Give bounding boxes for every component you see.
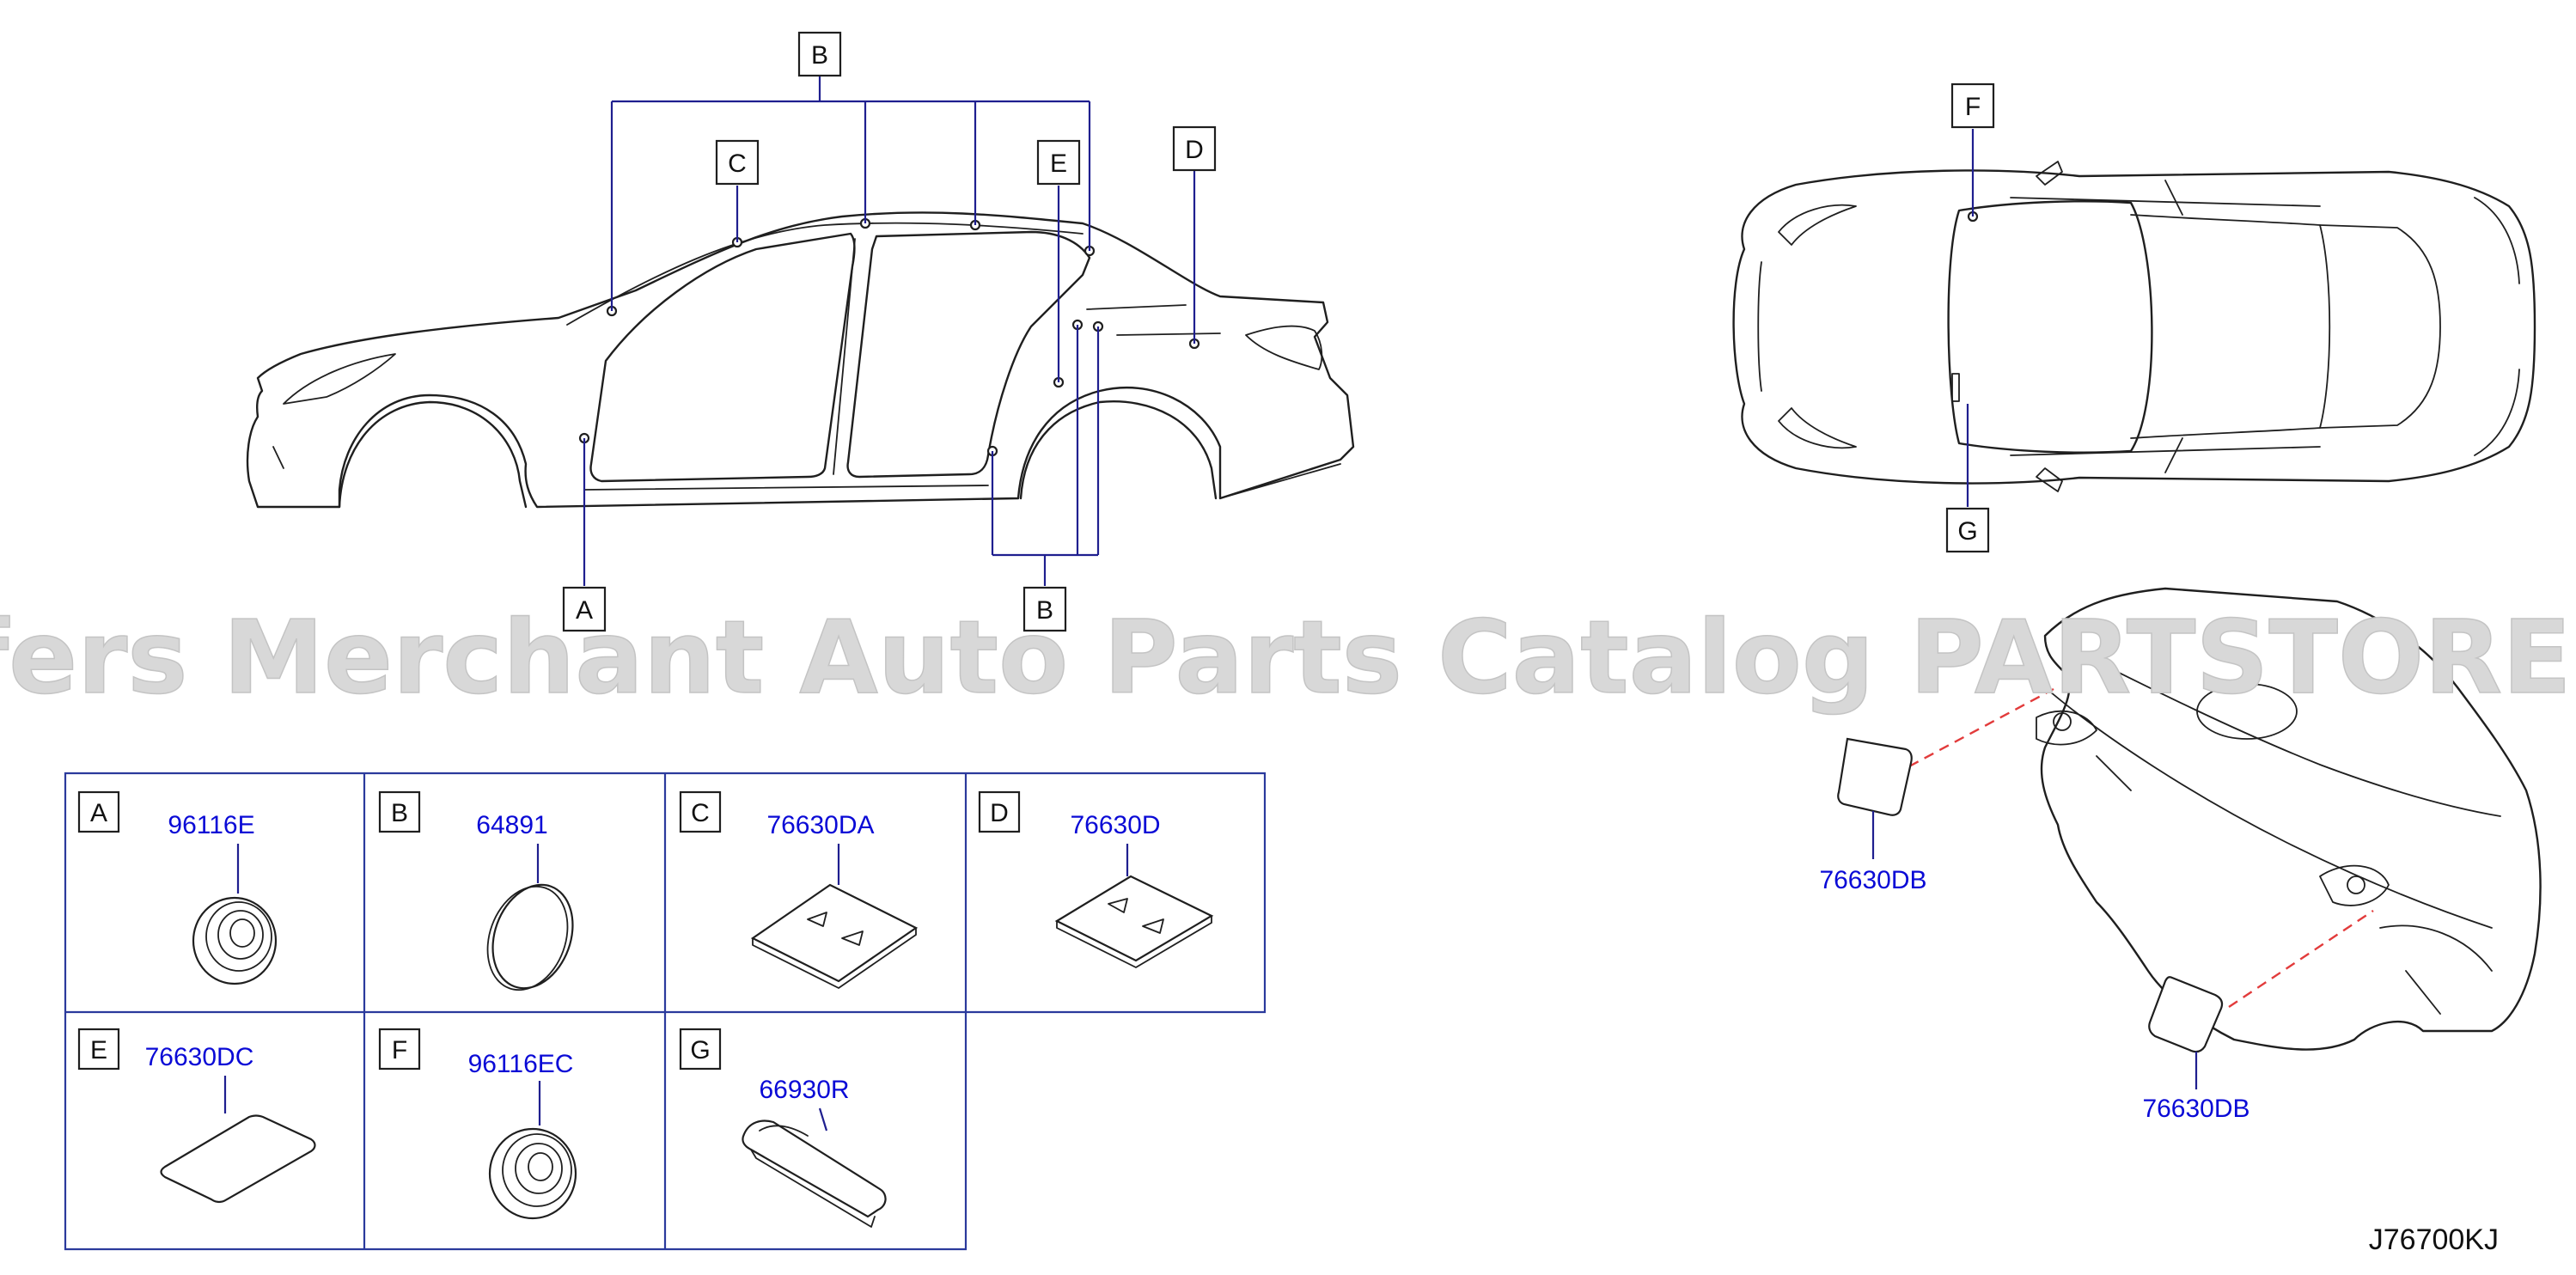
callout-b-top-label: B (811, 41, 828, 70)
floor-pad-upper (1837, 737, 1913, 816)
cell-e-key: E (90, 1036, 107, 1065)
top-view-body (1732, 161, 2536, 492)
cell-f-part-number: 96116EC (468, 1050, 574, 1078)
callout-d-label: D (1185, 136, 1204, 164)
label-c-image (750, 883, 919, 989)
strip-g-image (742, 1119, 887, 1228)
cell-g-part-number: 66930R (759, 1076, 849, 1104)
pad-e-image (160, 1114, 316, 1204)
floor-pan (2036, 587, 2542, 1051)
callout-b-bottom: B (1022, 586, 1067, 632)
table-cell-d: D 76630D (978, 790, 1214, 968)
table-cell-e: E 76630DC (77, 1028, 316, 1204)
floor-part-label-lower: 76630DB (2142, 1095, 2249, 1123)
callout-e: E (1036, 139, 1081, 186)
grommet-f-image (488, 1127, 577, 1220)
cell-a-part-number: 96116E (168, 811, 254, 839)
callout-e-label: E (1050, 149, 1067, 178)
drawing-id: J76700KJ (2369, 1223, 2499, 1256)
table-cell-b: B 64891 (378, 790, 574, 991)
callout-b-top: B (797, 31, 842, 77)
parts-table (64, 772, 1267, 1251)
callout-g: G (1945, 507, 1990, 553)
table-cell-g: G 66930R (679, 1028, 887, 1228)
cell-g-key: G (690, 1036, 710, 1065)
table-cell-a: A 96116E (77, 790, 278, 985)
callout-g-label: G (1957, 517, 1977, 546)
side-view-body (246, 211, 1355, 509)
guide-line-lower (2228, 910, 2374, 1008)
cell-a-key: A (90, 799, 107, 827)
cell-d-key: D (990, 799, 1009, 827)
callout-a-label: A (576, 596, 593, 625)
table-cell-c: C 76630DA (679, 790, 919, 989)
callout-f: F (1950, 82, 1995, 129)
cell-e-part-number: 76630DC (145, 1043, 254, 1071)
callout-f-label: F (1965, 93, 1981, 121)
watermark-text: Offers Merchant Auto Parts Catalog PARTS… (0, 598, 2576, 717)
plug-b-image (486, 883, 574, 991)
side-view-leaders (583, 76, 1196, 586)
label-d-image (1054, 875, 1214, 968)
cell-c-key: C (691, 799, 710, 827)
callout-b-bottom-label: B (1036, 596, 1053, 625)
callout-d: D (1172, 125, 1217, 172)
callout-c: C (715, 139, 760, 186)
floor-pad-lower (2148, 976, 2224, 1053)
callout-a: A (562, 586, 607, 632)
floor-part-label-upper: 76630DB (1819, 866, 1926, 894)
cell-b-part-number: 64891 (476, 811, 547, 839)
cell-d-part-number: 76630D (1070, 811, 1160, 839)
grommet-a-image (192, 896, 278, 985)
cell-c-part-number: 76630DA (766, 811, 874, 839)
cell-b-key: B (391, 799, 408, 827)
callout-c-label: C (728, 149, 747, 178)
table-cell-f: F 96116EC (378, 1028, 577, 1220)
guide-line-upper (1908, 687, 2054, 768)
cell-f-key: F (392, 1036, 407, 1065)
